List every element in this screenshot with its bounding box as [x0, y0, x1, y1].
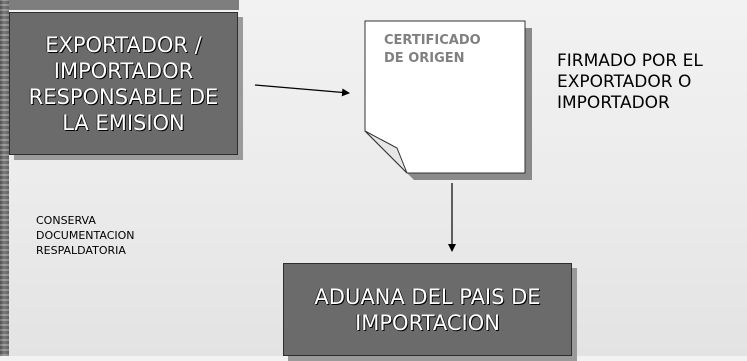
customs-importing-country-box: ADUANA DEL PAIS DE IMPORTACION	[283, 263, 572, 356]
certificate-document-page	[364, 20, 526, 174]
customs-importing-country-label: ADUANA DEL PAIS DE IMPORTACION	[314, 284, 541, 335]
keeps-documentation-note: CONSERVA DOCUMENTACION RESPALDATORIA	[36, 214, 135, 257]
certificate-title: CERTIFICADO DE ORIGEN	[384, 33, 481, 66]
exporter-importer-label: EXPORTADOR / IMPORTADOR RESPONSABLE DE L…	[28, 32, 219, 135]
top-decorative-band	[9, 0, 239, 10]
signed-by-note: FIRMADO POR EL EXPORTADOR O IMPORTADOR	[557, 51, 703, 113]
arrow-exporter-to-certificate	[254, 84, 350, 97]
exporter-importer-box: EXPORTADOR / IMPORTADOR RESPONSABLE DE L…	[9, 12, 238, 155]
left-decorative-strip	[0, 0, 9, 356]
certificate-document-fold	[364, 130, 408, 174]
certificate-document-shape	[364, 20, 532, 180]
